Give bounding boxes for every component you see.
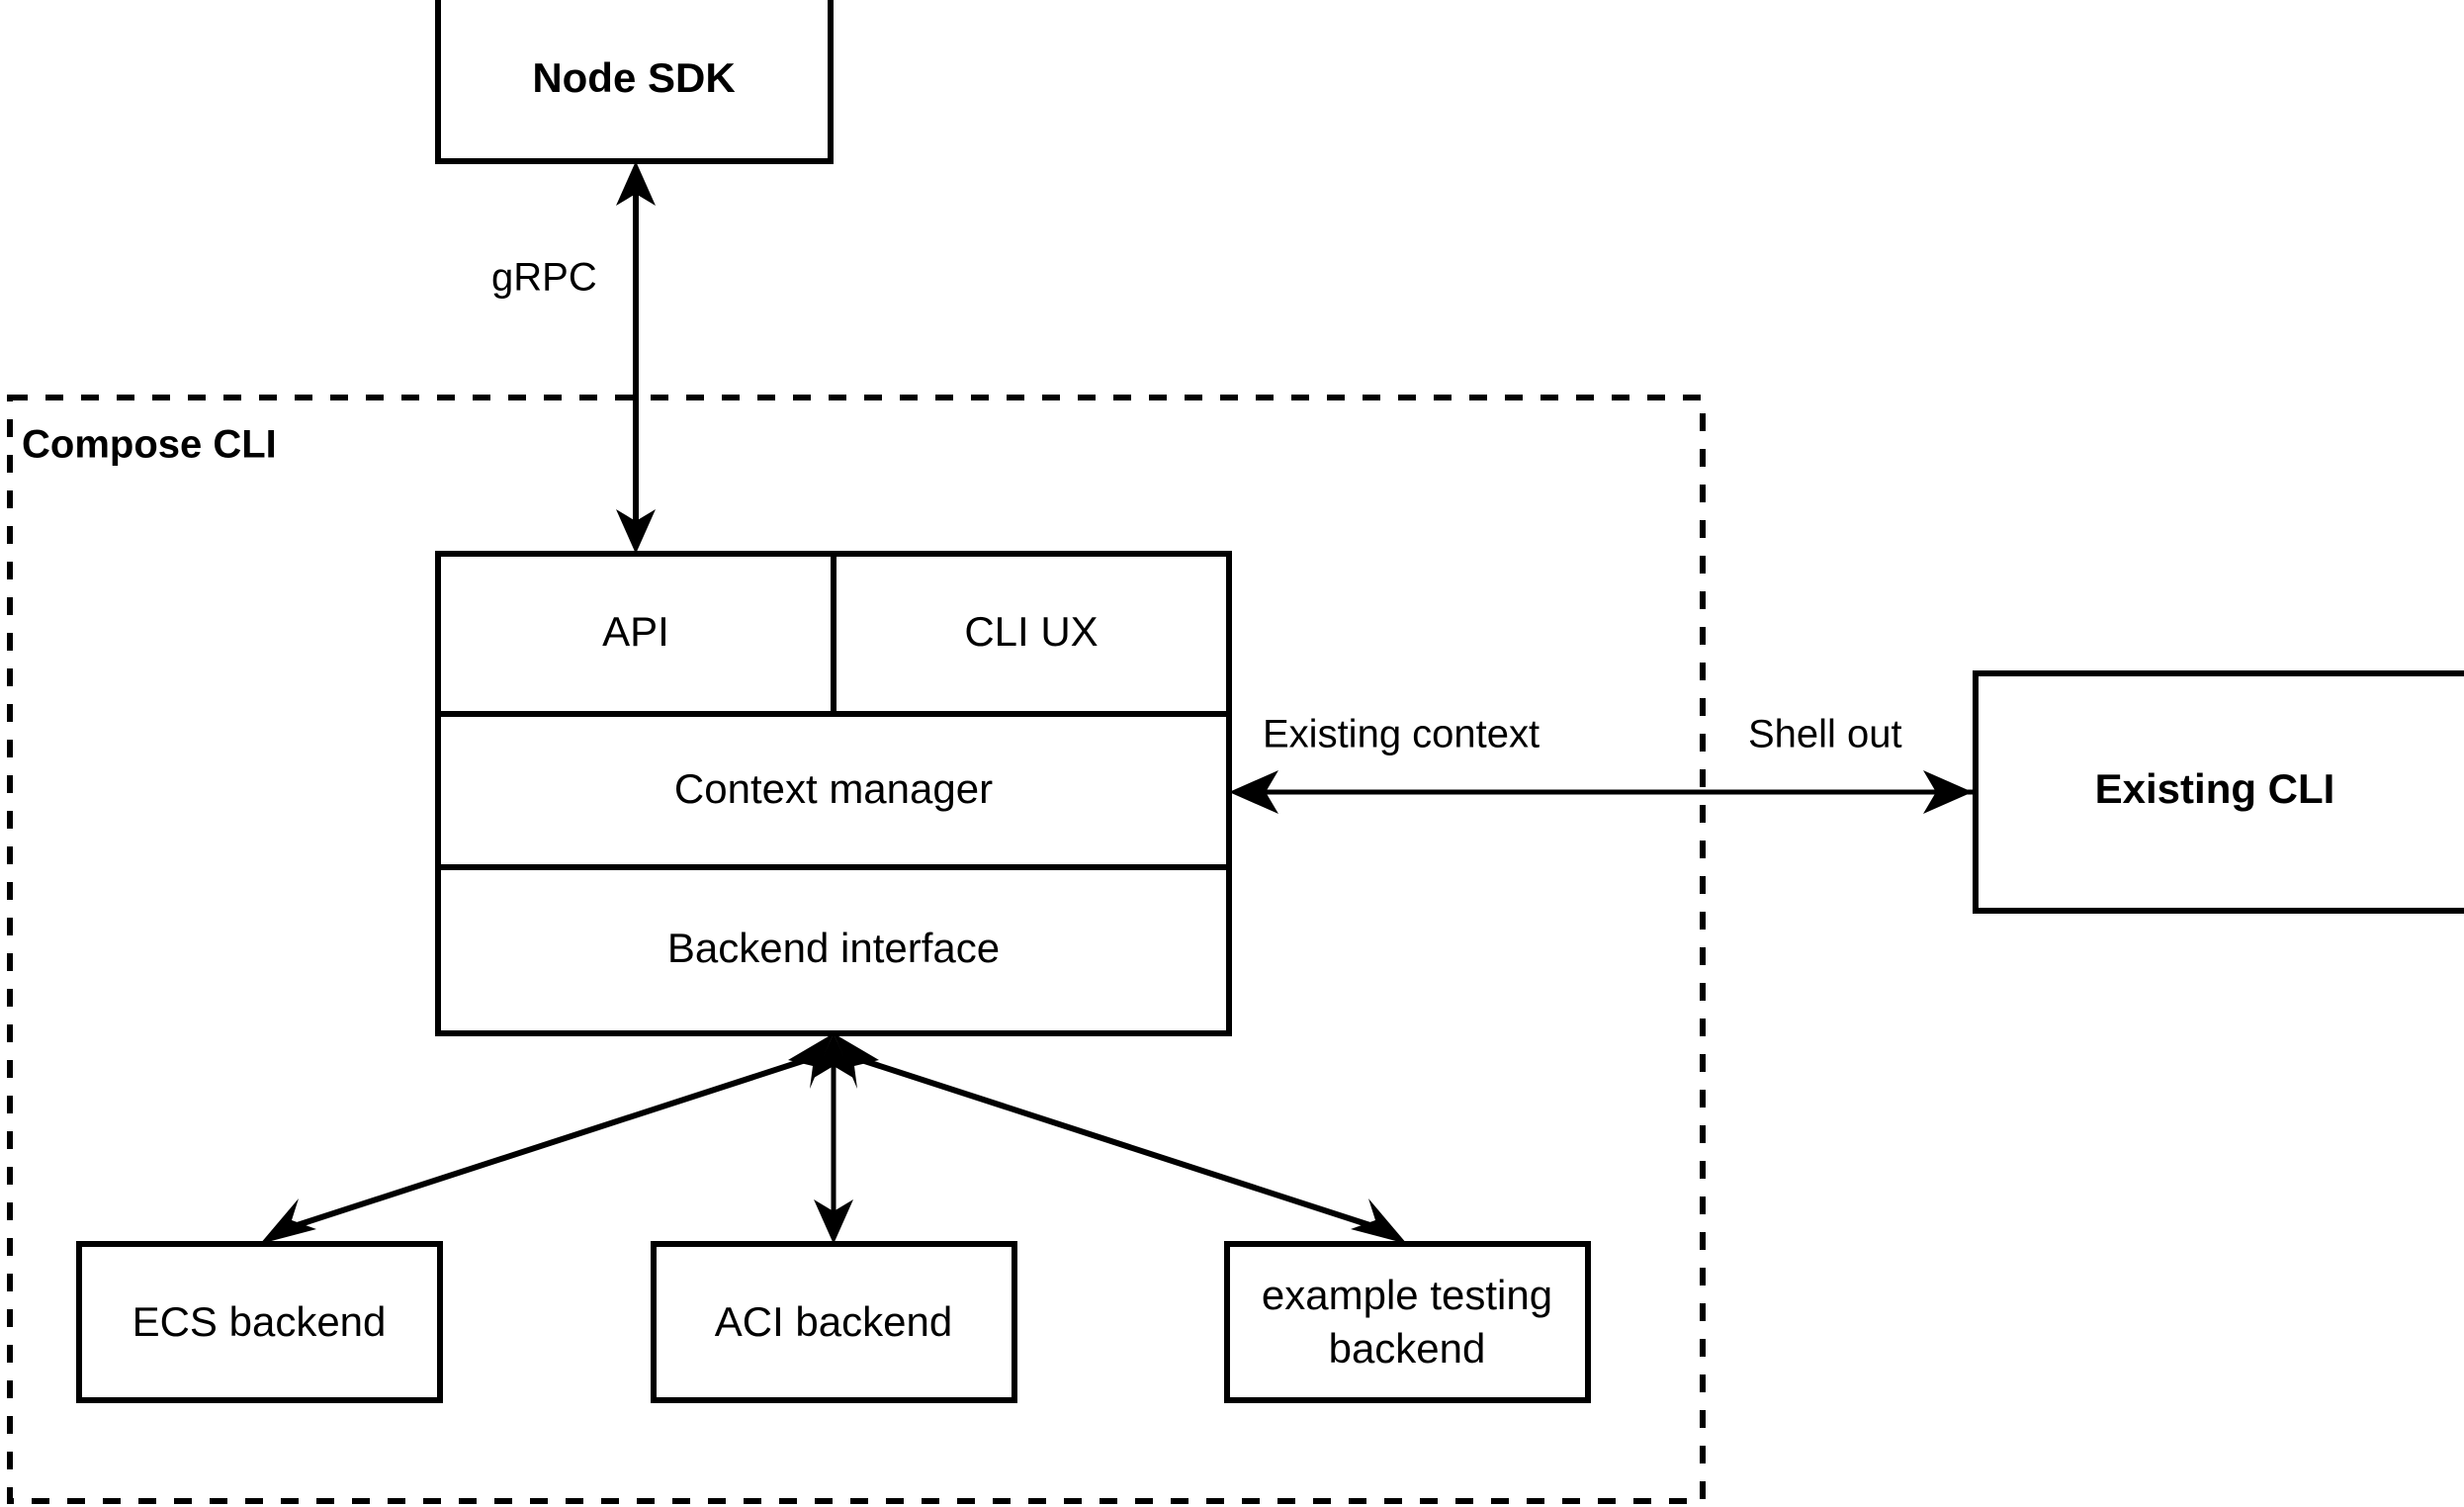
ecs-backend-box[interactable] — [76, 1241, 443, 1403]
group-compose-cli-border — [7, 395, 1706, 1504]
node-sdk-box[interactable] — [435, 0, 834, 164]
edge-to-example-line — [848, 1053, 1389, 1234]
edge-to-ecs-arrowhead-up — [788, 1033, 834, 1089]
edge-grpc-arrowhead-up — [616, 161, 656, 206]
existing-cli-label: Existing CLI — [2095, 765, 2335, 812]
context-manager-label: Context manager — [674, 765, 993, 812]
backend-interface-label: Backend interface — [667, 925, 1000, 971]
edge-to-ecs-line — [278, 1053, 819, 1234]
cli-ux-label: CLI UX — [964, 608, 1098, 655]
example-testing-backend-label-line1: example testing — [1262, 1272, 1552, 1318]
edge-to-aci-arrowhead-down — [814, 1199, 853, 1244]
ecs-backend-label: ECS backend — [132, 1298, 387, 1345]
aci-backend-box[interactable] — [651, 1241, 1017, 1403]
edge-existing-context-label: Existing context — [1263, 713, 1540, 756]
edge-grpc-label: gRPC — [491, 256, 597, 300]
node-sdk-label: Node SDK — [532, 54, 735, 101]
edge-grpc-arrowhead-down — [616, 509, 656, 554]
aci-backend-label: ACI backend — [715, 1298, 952, 1345]
existing-cli-box[interactable] — [1973, 670, 2464, 914]
edge-shell-out-arrowhead — [1923, 770, 1973, 814]
edge-to-aci-arrowhead-up — [814, 1033, 853, 1078]
api-label: API — [602, 608, 669, 655]
edge-to-example-arrowhead-up — [834, 1033, 879, 1089]
edge-to-example-arrowhead-down — [1351, 1198, 1407, 1244]
example-testing-backend-label-line2: backend — [1329, 1325, 1486, 1372]
edge-shell-out-label: Shell out — [1748, 713, 1902, 756]
group-compose-cli-label: Compose CLI — [22, 423, 277, 467]
example-testing-backend-box[interactable] — [1224, 1241, 1591, 1403]
edge-existing-context-arrowhead — [1229, 770, 1278, 814]
edge-to-ecs-arrowhead-down — [260, 1198, 316, 1244]
